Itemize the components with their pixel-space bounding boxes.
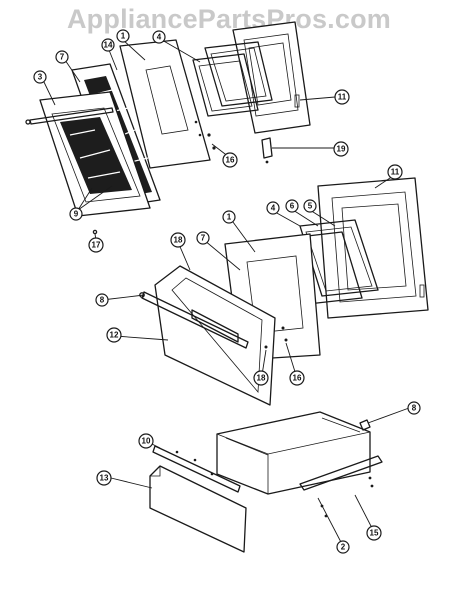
callout-16-upper: 16 (222, 152, 238, 168)
drawer-stop-clip (359, 419, 371, 431)
lower-door-back-panel (317, 177, 429, 319)
callout-label: 5 (308, 202, 313, 211)
callout-18-lower: 18 (253, 370, 269, 386)
upper-door-small-screw (92, 229, 98, 235)
callout-label: 19 (337, 145, 346, 154)
callout-13: 13 (96, 470, 112, 486)
callout-1-lower: 1 (222, 210, 236, 224)
upper-door-hinge (261, 137, 273, 159)
callout-label: 3 (38, 73, 43, 82)
callout-9: 9 (69, 207, 83, 221)
callout-label: 18 (174, 236, 183, 245)
callout-label: 9 (74, 210, 79, 219)
callout-label: 11 (391, 168, 400, 177)
callout-15: 15 (366, 525, 382, 541)
callout-2: 2 (336, 540, 350, 554)
callout-16-lower: 16 (289, 370, 305, 386)
callout-label: 16 (293, 374, 302, 383)
callout-label: 7 (201, 234, 206, 243)
callout-11-lower: 11 (387, 164, 403, 180)
callout-label: 18 (257, 374, 266, 383)
callout-label: 8 (412, 404, 417, 413)
lower-door-handle (141, 291, 249, 349)
lower-door-assembly (139, 177, 429, 406)
callout-7-lower: 7 (196, 231, 210, 245)
upper-door-handle (29, 107, 114, 125)
callout-10: 10 (138, 433, 154, 449)
upper-door-assembly (25, 21, 311, 235)
callout-12: 12 (106, 327, 122, 343)
callout-17: 17 (88, 237, 104, 253)
lower-door-gasket (299, 219, 379, 297)
callout-8-door: 8 (95, 293, 109, 307)
watermark: AppliancePartsPros.com (66, 4, 391, 34)
callout-18-upper: 18 (170, 232, 186, 248)
drawer-front-bracket (152, 445, 241, 493)
callout-label: 4 (271, 204, 276, 213)
callout-label: 6 (290, 202, 295, 211)
callout-5: 5 (303, 199, 317, 213)
callout-19: 19 (333, 141, 349, 157)
callout-3: 3 (33, 70, 47, 84)
callout-label: 17 (92, 241, 101, 250)
callout-label: 4 (157, 33, 162, 42)
callout-label: 11 (338, 93, 347, 102)
callout-label: 14 (104, 41, 113, 50)
leader-lines (42, 39, 410, 547)
drawer-slide-rail (299, 455, 383, 491)
callout-4-lower: 4 (266, 201, 280, 215)
callout-label: 2 (341, 543, 346, 552)
callout-label: 15 (370, 529, 379, 538)
callout-6: 6 (285, 199, 299, 213)
callout-4-upper: 4 (152, 30, 166, 44)
callout-8-drawer: 8 (407, 401, 421, 415)
callout-label: 8 (100, 296, 105, 305)
callout-label: 10 (142, 437, 151, 446)
upper-door-gasket (204, 41, 273, 107)
callout-11-upper: 11 (334, 89, 350, 105)
callout-label: 1 (121, 32, 126, 41)
storage-drawer-assembly (149, 411, 383, 553)
callout-7-upper: 7 (55, 50, 69, 64)
drawer-front-panel (149, 465, 247, 553)
callout-label: 12 (110, 331, 119, 340)
drawer-box (216, 411, 371, 495)
lower-door-front-panel (154, 265, 276, 406)
callout-label: 16 (226, 156, 235, 165)
callout-label: 1 (227, 213, 232, 222)
callout-1-upper: 1 (116, 29, 130, 43)
callout-14: 14 (101, 38, 115, 52)
callout-label: 7 (60, 53, 65, 62)
upper-door-screws (207, 133, 216, 150)
callout-label: 13 (100, 474, 109, 483)
